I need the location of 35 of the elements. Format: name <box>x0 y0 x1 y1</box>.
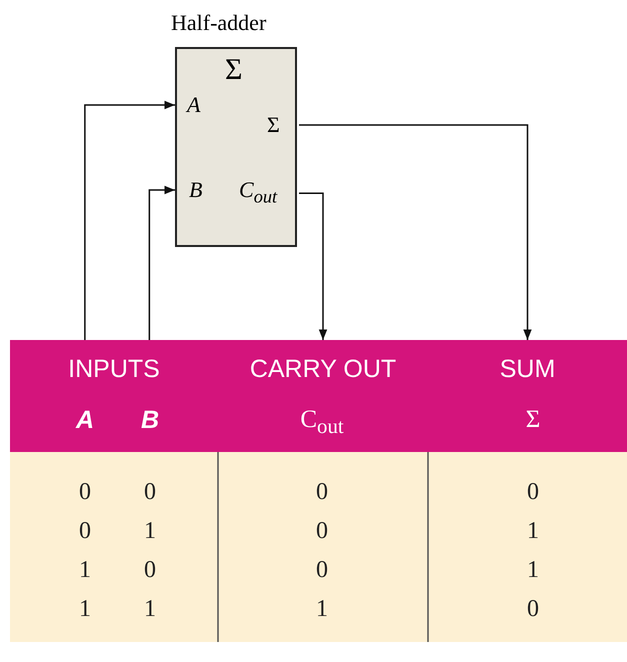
pin-label: Σ <box>267 113 280 137</box>
truth-value: 0 <box>315 517 329 545</box>
truth-value: 1 <box>315 595 329 623</box>
pin-label: B <box>189 178 202 202</box>
arrow <box>299 124 532 340</box>
truth-value: 1 <box>143 517 157 545</box>
truth-value: 0 <box>315 556 329 584</box>
column-subheading: A <box>74 405 96 435</box>
arrow <box>299 192 328 340</box>
block-title: Half-adder <box>171 10 266 36</box>
column-subheading: B <box>140 405 160 435</box>
truth-value: 0 <box>526 595 540 623</box>
column-heading: CARRY OUT <box>248 354 398 384</box>
sigma-symbol: Σ <box>225 54 242 86</box>
truth-value: 0 <box>526 478 540 506</box>
truth-value: 1 <box>143 595 157 623</box>
truth-value: 0 <box>78 478 92 506</box>
header-cell <box>428 340 627 452</box>
truth-value: 0 <box>143 478 157 506</box>
truth-value: 0 <box>315 478 329 506</box>
arrow <box>84 100 175 340</box>
column-heading: SUM <box>498 354 556 384</box>
column-subheading: Σ <box>524 405 542 435</box>
truth-value: 1 <box>526 556 540 584</box>
truth-value: 1 <box>78 556 92 584</box>
truth-value: 0 <box>78 517 92 545</box>
arrow <box>148 186 175 340</box>
truth-value: 0 <box>143 556 157 584</box>
column-subheading: C$_{out}$ <box>299 405 345 440</box>
truth-value: 1 <box>78 595 92 623</box>
truth-value: 1 <box>526 517 540 545</box>
header-cell <box>10 340 218 452</box>
column-heading: INPUTS <box>67 354 161 384</box>
pin-label: A <box>187 93 200 117</box>
pin-label: C$_{out}$ <box>239 178 278 208</box>
